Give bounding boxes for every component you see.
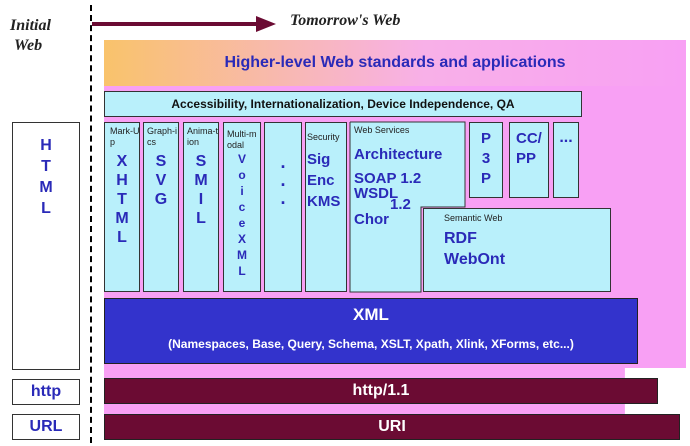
xml-detail: (Namespaces, Base, Query, Schema, XSLT, …: [168, 337, 574, 351]
soap-label: SOAP 1.2: [354, 170, 422, 187]
sig-label: Sig: [307, 151, 331, 168]
smil-letter: I: [198, 191, 204, 208]
svg-letters: S V G: [144, 152, 178, 209]
voicexml-letter: i: [240, 184, 244, 198]
initial-web-line2: Web: [14, 37, 43, 54]
dot: .: [280, 170, 286, 190]
xhtml-letter: T: [117, 191, 127, 208]
svg-letter: V: [155, 172, 167, 189]
graphics-column: Graph-ics S V G: [143, 122, 179, 292]
markup-column: Mark-Up X H T M L: [104, 122, 140, 292]
more-column: ...: [553, 122, 579, 198]
multimodal-column: Multi-modal V o i c e X M L: [223, 122, 261, 292]
semantic-web-caption: Semantic Web: [444, 213, 503, 223]
markup-caption: Mark-Up: [110, 126, 140, 147]
dot: .: [280, 152, 286, 172]
web-services-outline: [349, 121, 466, 293]
voicexml-letter: X: [237, 232, 246, 246]
xhtml-letter: H: [116, 172, 128, 189]
xhtml-letters: X H T M L: [105, 152, 139, 247]
uri-label: URI: [378, 418, 406, 435]
semantic-web-box: Semantic Web RDF WebOnt: [423, 208, 611, 292]
xml-title: XML: [353, 305, 389, 324]
html-letter: H: [40, 137, 52, 154]
ccpp-column: CC/ PP: [509, 122, 549, 198]
html-letter: M: [39, 179, 53, 196]
html-box: H T M L: [12, 122, 80, 370]
accessibility-band: Accessibility, Internationalization, Dev…: [104, 91, 582, 117]
p3p-letter: P: [480, 130, 491, 147]
voicexml-letter: o: [238, 168, 246, 182]
graphics-caption: Graph-ics: [147, 126, 178, 147]
xhtml-letter: M: [115, 210, 129, 227]
tomorrows-web-label: Tomorrow's Web: [290, 12, 401, 29]
p3p-letter: 3: [481, 150, 491, 167]
multimodal-caption: Multi-modal: [227, 129, 257, 150]
smil-letter: M: [194, 172, 208, 189]
initial-web-label: Initial Web: [10, 16, 51, 56]
svg-letter: S: [155, 153, 167, 170]
ccpp-line2: PP: [516, 150, 537, 167]
security-caption: Security: [307, 132, 340, 142]
higher-level-label: Higher-level Web standards and applicati…: [224, 54, 566, 71]
ccpp-line1: CC/: [516, 130, 542, 147]
accessibility-label: Accessibility, Internationalization, Dev…: [171, 97, 515, 111]
voicexml-letter: c: [238, 200, 246, 214]
architecture-label: Architecture: [354, 146, 443, 163]
xhtml-letter: X: [116, 153, 128, 170]
http11-label: http/1.1: [352, 382, 410, 399]
voicexml-letter: M: [237, 248, 247, 262]
animation-column: Anima-tion S M I L: [183, 122, 219, 292]
kms-label: KMS: [307, 193, 341, 210]
animation-caption: Anima-tion: [187, 126, 219, 147]
initial-web-line1: Initial: [10, 17, 51, 34]
voicexml-letter: V: [237, 152, 246, 166]
webont-label: WebOnt: [444, 251, 506, 268]
html-letter: T: [41, 158, 51, 175]
higher-level-band: Higher-level Web standards and applicati…: [104, 40, 686, 86]
web-services-caption: Web Services: [354, 125, 410, 135]
web-services-content: Web Services Architecture SOAP 1.2 WSDL …: [354, 124, 466, 228]
xml-band: XML (Namespaces, Base, Query, Schema, XS…: [104, 298, 638, 364]
enc-label: Enc: [307, 172, 335, 189]
html-letter: L: [41, 200, 51, 217]
http-label: http: [30, 383, 62, 400]
uri-band: URI: [104, 414, 680, 440]
http-box: http: [12, 379, 80, 405]
voicexml-letters: V o i c e X M L: [224, 151, 260, 279]
dot: .: [280, 188, 286, 208]
voicexml-letter: L: [238, 264, 246, 278]
rdf-label: RDF: [444, 230, 477, 247]
p3p-column: P 3 P: [469, 122, 503, 198]
http11-band: http/1.1: [104, 378, 658, 404]
xhtml-letter: L: [117, 229, 127, 246]
wsdl-version: 1.2: [390, 196, 411, 213]
divider-dashed-line: [90, 5, 92, 443]
voicexml-letter: e: [238, 216, 246, 230]
p3p-letter: P: [480, 170, 491, 187]
svg-letter: G: [154, 191, 168, 208]
security-column: Security Sig Enc KMS: [305, 122, 347, 292]
smil-letter: S: [195, 153, 207, 170]
dots-column: . . .: [264, 122, 302, 292]
more-label: ...: [559, 129, 573, 146]
chor-label: Chor: [354, 211, 389, 228]
wsdl-label: WSDL: [354, 185, 399, 202]
url-box: URL: [12, 414, 80, 440]
smil-letter: L: [196, 210, 206, 227]
smil-letters: S M I L: [184, 152, 218, 228]
progress-arrow: [92, 16, 276, 32]
url-label: URL: [29, 418, 63, 435]
